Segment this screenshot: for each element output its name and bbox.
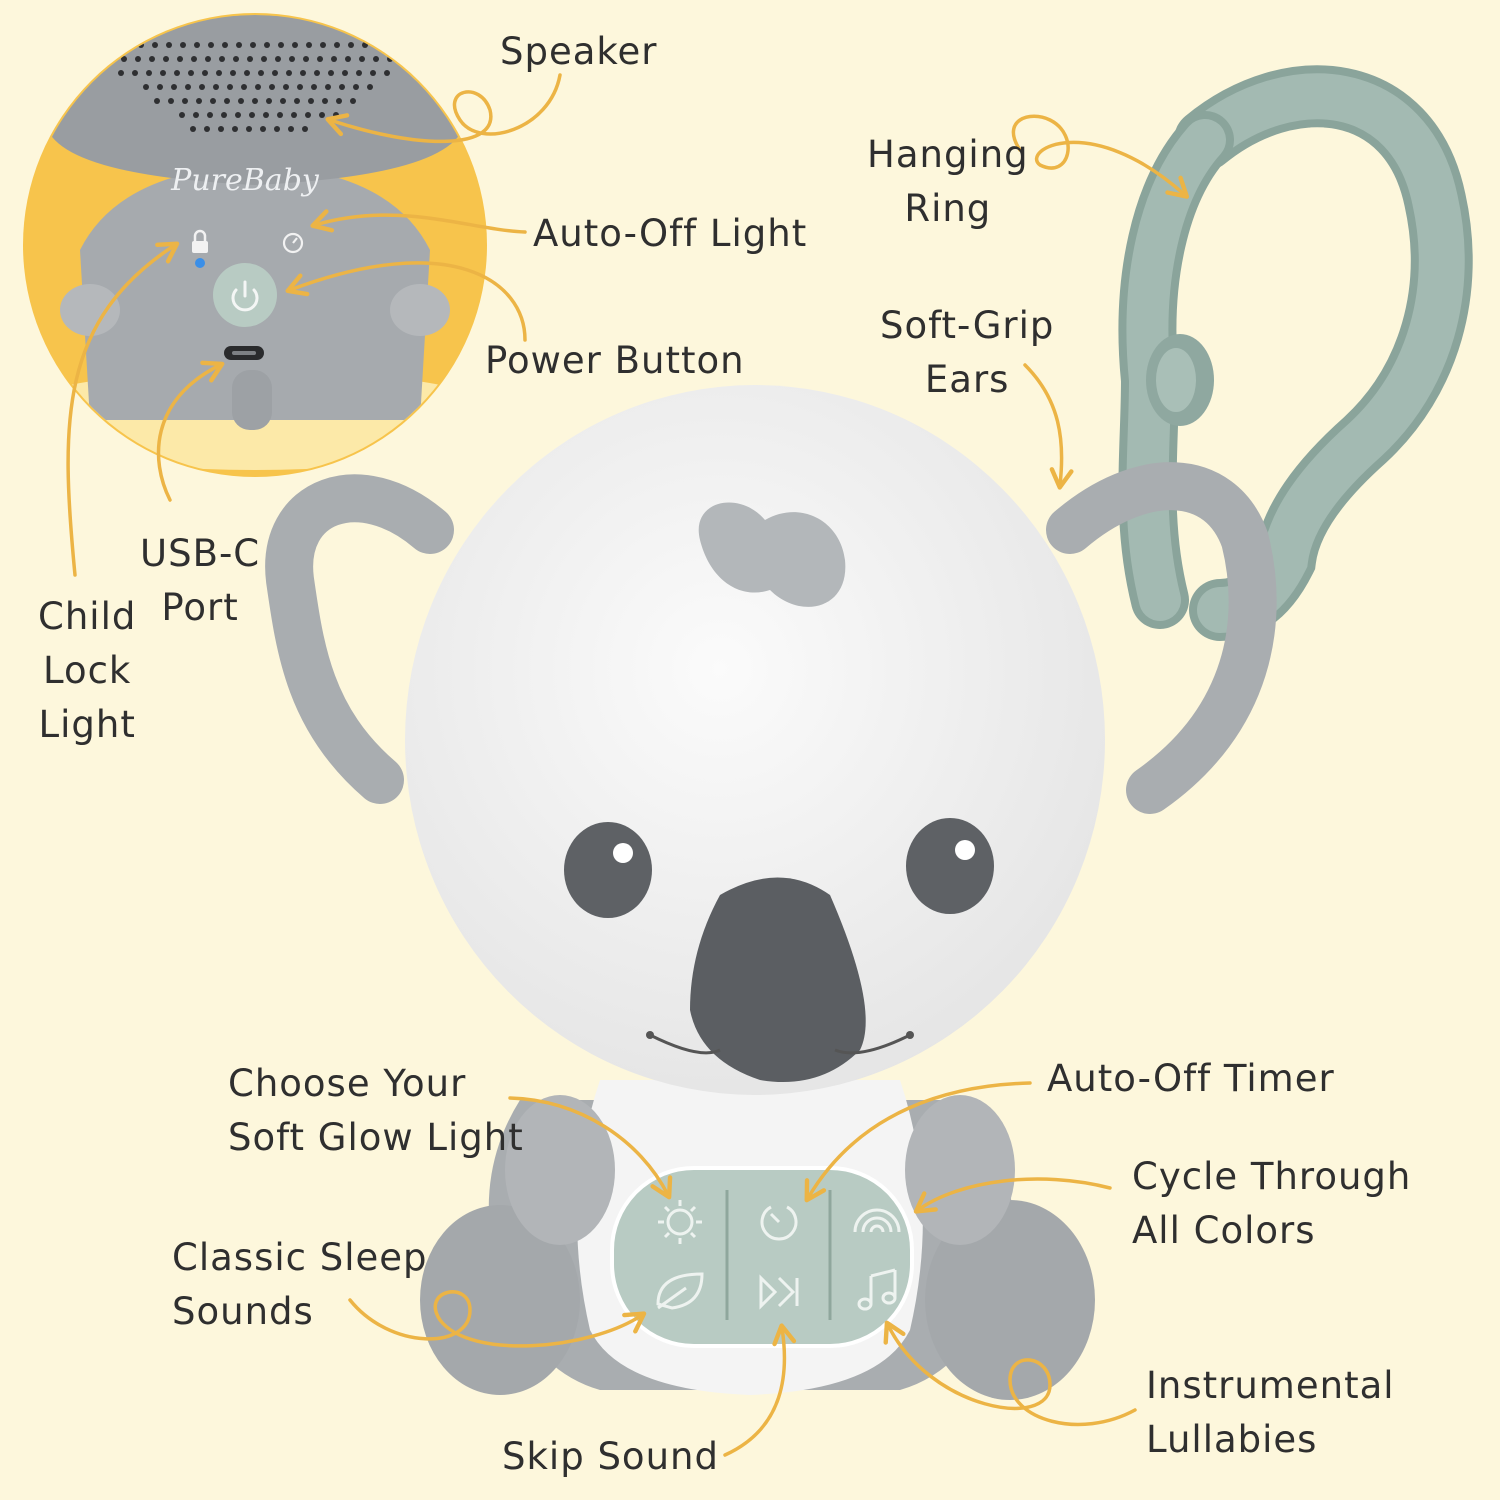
label-usb-c-port: USB-C Port <box>140 532 261 629</box>
hanging-ring <box>1118 65 1473 641</box>
callout-arrows <box>66 73 1190 1457</box>
right-eye <box>906 818 994 914</box>
label-auto-off-timer: Auto-Off Timer <box>1047 1057 1335 1100</box>
koala-sound-machine <box>265 385 1277 1400</box>
music-note-icon[interactable] <box>857 1268 897 1311</box>
label-hanging-ring: Hanging Ring <box>867 133 1029 230</box>
timer-button-icon[interactable] <box>760 1205 798 1241</box>
label-child-lock-light: Child Lock Light <box>38 595 137 746</box>
label-speaker: Speaker <box>500 30 658 73</box>
timer-icon <box>282 232 304 254</box>
label-classic-sleep-sounds: Classic Sleep Sounds <box>172 1236 428 1333</box>
power-button[interactable] <box>213 263 277 327</box>
label-instrumental-lullabies: Instrumental Lullabies <box>1146 1364 1395 1461</box>
right-foot <box>925 1200 1095 1400</box>
koala-head <box>405 385 1105 1095</box>
koala-nose <box>690 877 866 1082</box>
right-ear <box>1046 462 1277 814</box>
rainbow-icon[interactable] <box>853 1208 901 1233</box>
lock-icon <box>192 229 208 253</box>
label-cycle-colors: Cycle Through All Colors <box>1132 1155 1412 1252</box>
label-choose-glow-light: Choose Your Soft Glow Light <box>228 1062 524 1159</box>
left-ear <box>265 474 454 804</box>
sun-icon[interactable] <box>658 1200 702 1244</box>
power-icon <box>231 280 259 312</box>
label-skip-sound: Skip Sound <box>502 1435 719 1478</box>
label-power-button: Power Button <box>485 339 745 382</box>
left-eye <box>564 822 652 918</box>
brand-logo: PureBaby <box>170 163 320 198</box>
control-panel <box>610 1166 914 1348</box>
label-auto-off-light: Auto-Off Light <box>533 212 808 255</box>
skip-icon[interactable] <box>759 1274 799 1310</box>
left-foot <box>420 1205 580 1395</box>
child-lock-led <box>195 258 205 268</box>
head-tuft <box>698 502 846 607</box>
back-view-inset: PureBaby <box>23 13 487 477</box>
leaf-icon[interactable] <box>656 1272 704 1310</box>
label-soft-grip-ears: Soft-Grip Ears <box>880 304 1055 401</box>
